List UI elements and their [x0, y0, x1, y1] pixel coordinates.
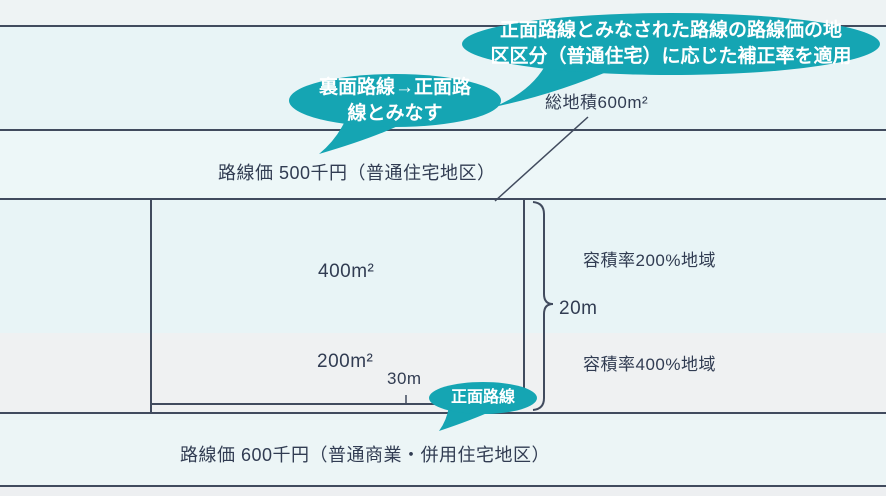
depth-dimension-brace — [532, 201, 554, 411]
back-to-front-callout-line2: 線とみなす — [347, 102, 443, 124]
frontage-dimension-label: 30m — [387, 369, 422, 388]
back-road-price-label: 路線価 500千円（普通住宅地区） — [218, 163, 496, 183]
district-correction-callout-tail — [494, 66, 616, 107]
front-road-callout: 正面路線 — [429, 382, 537, 414]
band-floor-ratio-200-zone — [0, 199, 886, 333]
band-back-road — [0, 130, 886, 199]
back-to-front-callout-line1: 裏面路線→正面路 — [318, 76, 471, 98]
floor-ratio-400-zone-label: 容積率400%地域 — [583, 355, 716, 374]
lower-half-area-label: 200m² — [317, 351, 374, 372]
district-correction-callout: 正面路線とみなされた路線の路線価の地 区区分（普通住宅）に応じた補正率を適用 — [462, 13, 880, 75]
front-road-price-label: 路線価 600千円（普通商業・併用住宅地区） — [180, 445, 551, 465]
back-to-front-callout: 裏面路線→正面路 線とみなす — [289, 74, 501, 127]
total-area-label: 総地積600m² — [545, 93, 649, 112]
front-road-callout-label: 正面路線 — [450, 389, 515, 407]
depth-dimension-label: 20m — [559, 298, 598, 319]
band-beyond-front-road — [0, 486, 886, 496]
district-correction-callout-line2: 区区分（普通住宅）に応じた補正率を適用 — [490, 46, 852, 67]
district-correction-callout-line1: 正面路線とみなされた路線の路線価の地 — [499, 20, 842, 42]
upper-half-area-label: 400m² — [318, 261, 375, 282]
total-area-leader-line — [494, 116, 589, 202]
back-to-front-callout-tail — [319, 121, 404, 154]
floor-ratio-200-zone-label: 容積率200%地域 — [583, 251, 716, 270]
